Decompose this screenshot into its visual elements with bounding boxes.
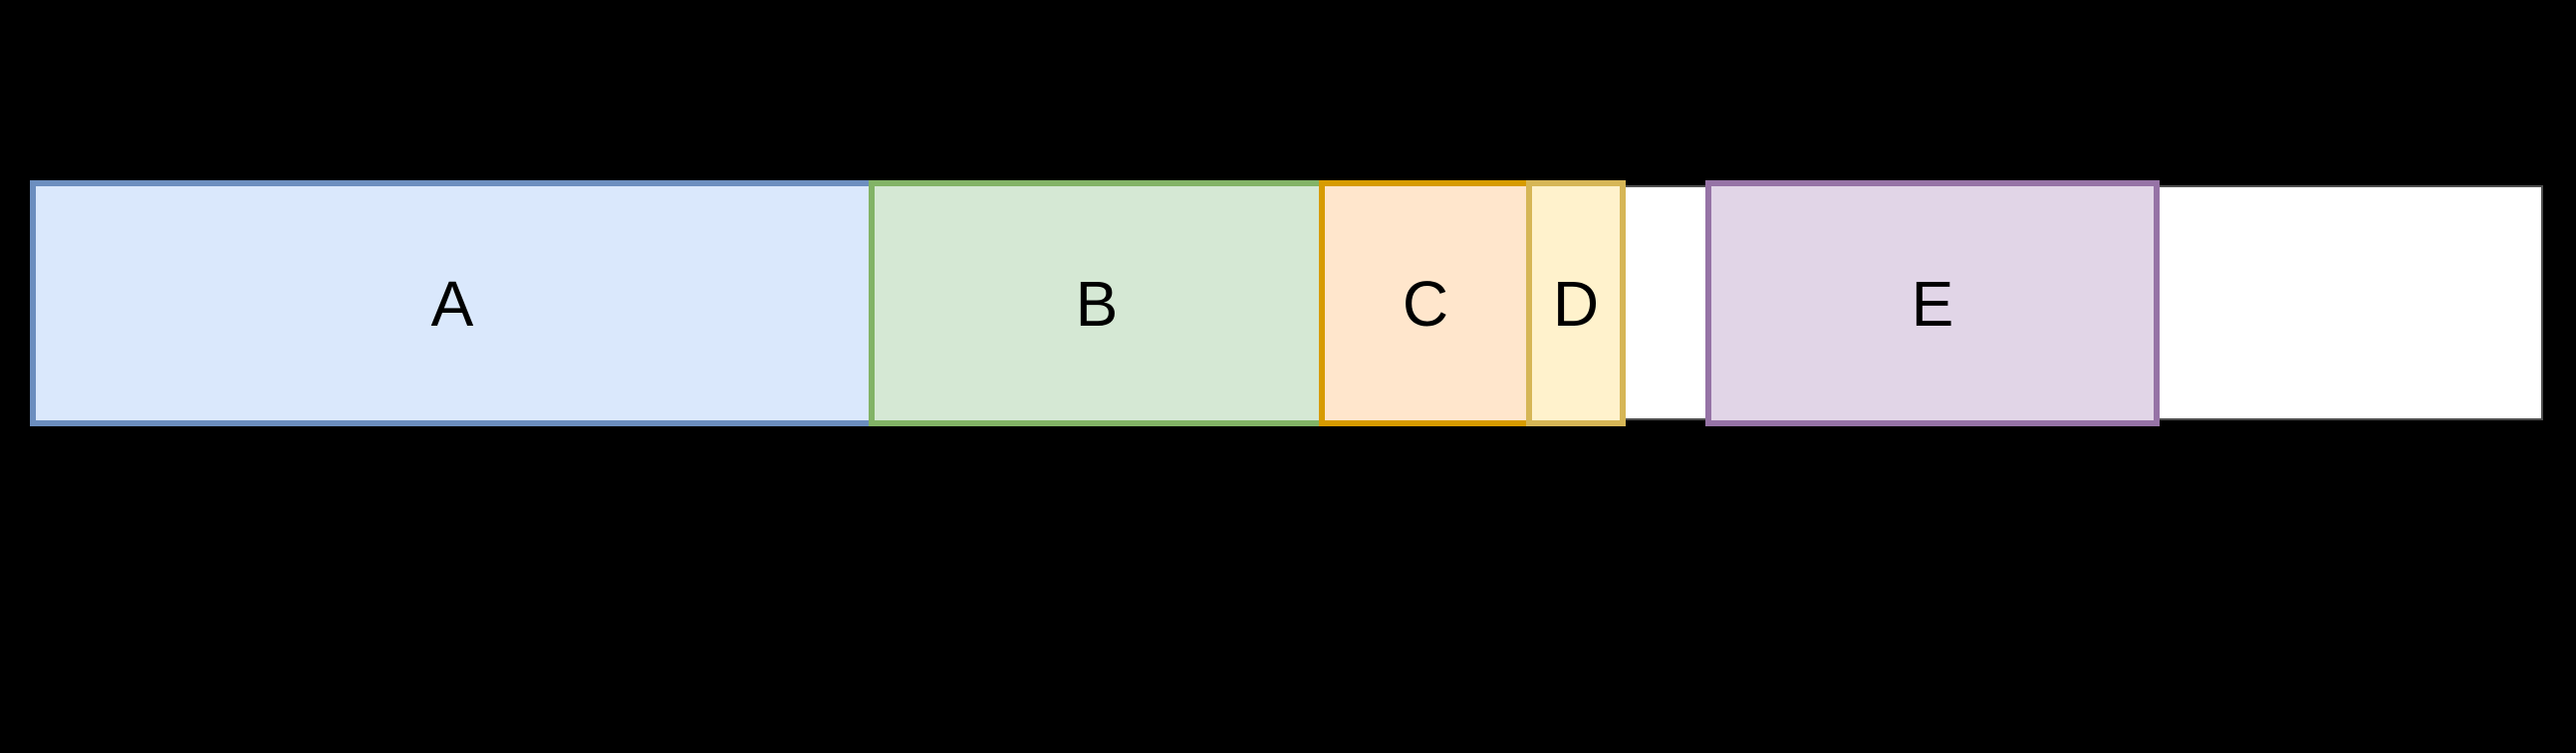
block-c: C [1319,180,1532,426]
block-a-label: A [430,267,474,340]
block-b-label: B [1075,267,1119,340]
block-d-label: D [1552,267,1600,340]
block-b: B [869,180,1325,426]
block-d: D [1526,180,1626,426]
block-e-label: E [1911,267,1954,340]
block-a: A [30,180,875,426]
block-c-label: C [1402,267,1449,340]
block-e: E [1705,180,2160,426]
